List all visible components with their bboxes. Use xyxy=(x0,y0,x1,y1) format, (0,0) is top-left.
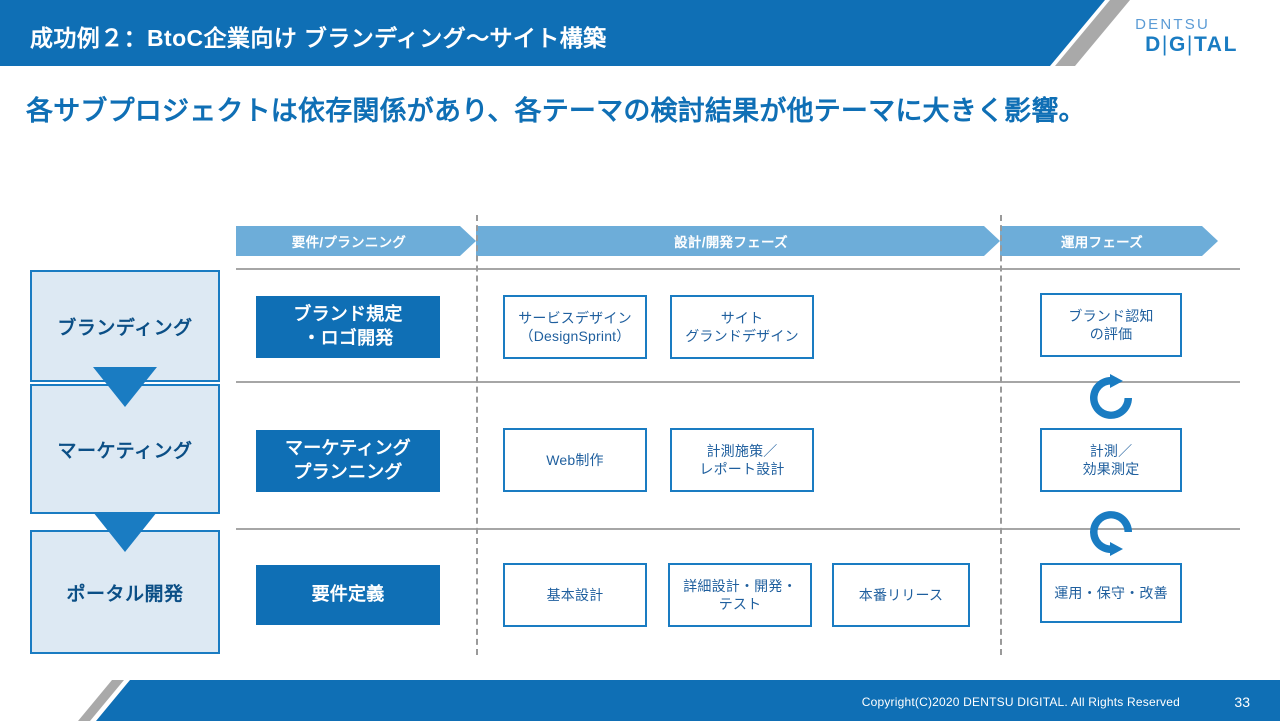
row-separator-3 xyxy=(236,528,1240,530)
row-separator-2 xyxy=(236,381,1240,383)
task-box-label: 本番リリース xyxy=(858,586,944,603)
task-box-label: ブランド認知の評価 xyxy=(1068,307,1154,342)
column-separator-2 xyxy=(1000,215,1002,655)
phase-banner-3[interactable]: 運用フェーズ xyxy=(1000,226,1218,256)
row-label-1[interactable]: ブランディング xyxy=(30,270,220,382)
task-box-label: 運用・保守・改善 xyxy=(1054,584,1168,601)
slide-title: 成功例２：BtoC企業向け ブランディング～サイト構築 xyxy=(30,25,607,51)
headline-text: 各サブプロジェクトは依存関係があり、各テーマの検討結果が他テーマに大きく影響。 xyxy=(26,96,1086,126)
phase-banner-1[interactable]: 要件/プランニング xyxy=(236,226,476,256)
task-box-r2-c4[interactable]: 計測／効果測定 xyxy=(1040,428,1182,492)
column-separator-1 xyxy=(476,215,478,655)
phase-banner-label: 運用フェーズ xyxy=(1060,235,1144,250)
logo-letter-g: G xyxy=(1168,33,1187,56)
task-box-r3-c1[interactable]: 要件定義 xyxy=(256,565,440,625)
logo-dentsu-text: DENTSU xyxy=(1135,16,1210,33)
task-box-r3-c5[interactable]: 運用・保守・改善 xyxy=(1040,563,1182,623)
task-box-label: Web制作 xyxy=(546,451,604,468)
task-box-r2-c1[interactable]: マーケティングプランニング xyxy=(256,430,440,492)
task-box-label: 計測／効果測定 xyxy=(1082,442,1140,477)
task-box-r1-c2[interactable]: サービスデザイン（DesignSprint） xyxy=(503,295,647,359)
task-box-r3-c2[interactable]: 基本設計 xyxy=(503,563,647,627)
logo-bar-2: | xyxy=(1186,33,1194,56)
task-box-r3-c4[interactable]: 本番リリース xyxy=(832,563,970,627)
task-box-label: 詳細設計・開発・テスト xyxy=(683,577,797,612)
footer-copyright: Copyright(C)2020 DENTSU DIGITAL. All Rig… xyxy=(861,695,1180,709)
task-box-r1-c3[interactable]: サイトグランドデザイン xyxy=(670,295,814,359)
phase-banner-2[interactable]: 設計/開発フェーズ xyxy=(476,226,1000,256)
task-box-label: サービスデザイン（DesignSprint） xyxy=(518,309,632,344)
task-box-label: マーケティングプランニング xyxy=(285,438,411,482)
task-box-label: 基本設計 xyxy=(546,586,604,603)
row-separator-1 xyxy=(236,268,1240,270)
header-bar xyxy=(0,0,1105,66)
dentsu-digital-logo: DENTSU D|G|TAL xyxy=(1133,17,1238,55)
logo-digital-text: D|G|TAL xyxy=(1145,34,1238,55)
task-box-r1-c4[interactable]: ブランド認知の評価 xyxy=(1040,293,1182,357)
task-box-r1-c1[interactable]: ブランド規定・ロゴ開発 xyxy=(256,296,440,358)
task-box-label: サイトグランドデザイン xyxy=(685,309,799,344)
logo-bar-1: | xyxy=(1161,33,1169,56)
phase-banner-label: 設計/開発フェーズ xyxy=(674,235,788,250)
phase-banner-label: 要件/プランニング xyxy=(291,235,407,250)
footer-bar xyxy=(96,680,1280,721)
task-box-r3-c3[interactable]: 詳細設計・開発・テスト xyxy=(668,563,812,627)
cycle-icon-clockwise xyxy=(1090,374,1132,419)
task-box-label: 要件定義 xyxy=(311,584,385,605)
page-number: 33 xyxy=(1234,694,1250,710)
task-box-r2-c2[interactable]: Web制作 xyxy=(503,428,647,492)
task-box-r2-c3[interactable]: 計測施策／レポート設計 xyxy=(670,428,814,492)
logo-letter-d: D xyxy=(1145,33,1162,56)
task-box-label: ブランド規定・ロゴ開発 xyxy=(293,304,403,348)
task-box-label: 計測施策／レポート設計 xyxy=(699,442,785,477)
logo-letters-tal: TAL xyxy=(1193,33,1238,56)
cycle-icon-counterclockwise xyxy=(1090,511,1132,556)
